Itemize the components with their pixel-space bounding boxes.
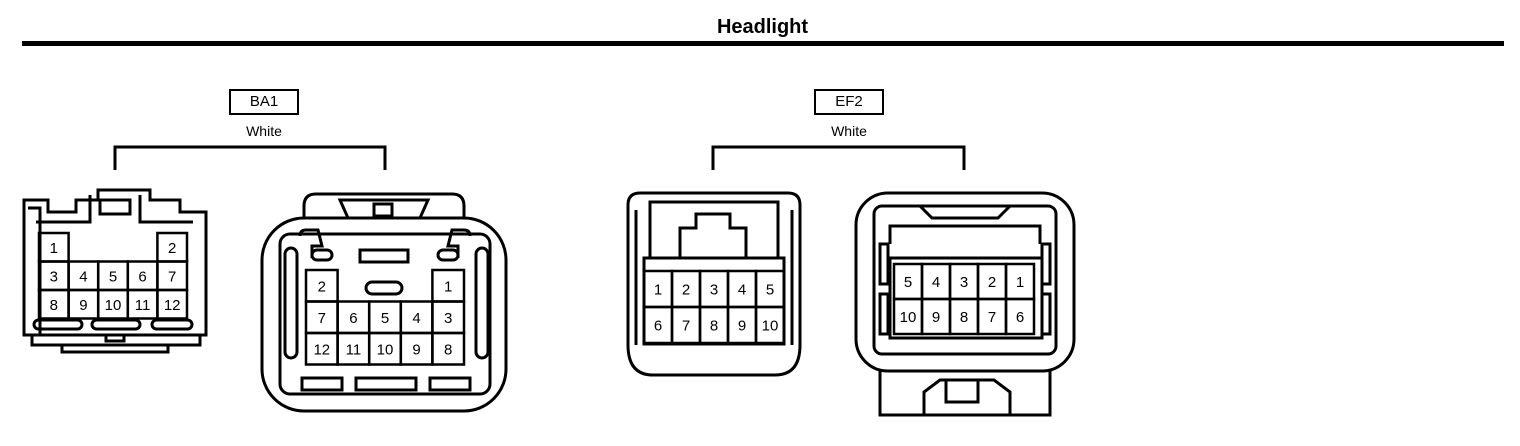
- pin-number: 7: [318, 310, 326, 327]
- page-title: Headlight: [716, 16, 809, 38]
- pin-number: 6: [654, 318, 662, 335]
- pin-cell: [754, 305, 786, 345]
- pin-number: 4: [412, 310, 420, 327]
- bracket-ef2: [711, 145, 966, 170]
- pin-number: 1: [1016, 274, 1024, 291]
- pin-number: 10: [900, 309, 917, 326]
- connector-id-ba1: BA1: [229, 89, 299, 115]
- pin-number: 10: [105, 297, 122, 314]
- pin-number: 1: [654, 282, 662, 299]
- title-divider: [22, 41, 1504, 46]
- pin-number: 4: [79, 268, 87, 285]
- connector-color-ba1: White: [246, 123, 282, 139]
- ef2-housing-right: [854, 191, 1076, 417]
- pin-number: 9: [412, 341, 420, 358]
- pin-number: 9: [79, 297, 87, 314]
- pin-number: 11: [346, 341, 362, 358]
- pin-number: 2: [682, 282, 690, 299]
- pin-number: 5: [381, 310, 389, 327]
- connector-id-ef2: EF2: [814, 89, 884, 115]
- connector-color-ef2: White: [831, 123, 867, 139]
- pin-number: 8: [50, 297, 58, 314]
- pin-cell: [156, 288, 189, 320]
- pin-cell: [431, 331, 466, 366]
- pin-number: 8: [960, 309, 968, 326]
- pin-number: 6: [349, 310, 357, 327]
- pin-number: 3: [50, 268, 58, 285]
- pin-number: 5: [766, 282, 774, 299]
- pin-cell: [1004, 297, 1036, 336]
- pin-number: 3: [444, 310, 452, 327]
- pin-number: 6: [138, 268, 146, 285]
- pin-number: 2: [318, 278, 326, 295]
- pin-number: 7: [988, 309, 996, 326]
- ef2-pin-grid-left: 1 2 3 4 5 6 7 8 9 10: [642, 269, 786, 345]
- pin-number: 10: [762, 318, 779, 335]
- pin-number: 5: [109, 268, 117, 285]
- ef2-pin-grid-right: 5 4 3 2 1 10 9 8 7 6: [892, 262, 1036, 336]
- pin-number: 7: [682, 318, 690, 335]
- pin-number: 11: [135, 297, 151, 314]
- pin-number: 1: [50, 240, 58, 257]
- ba1-pin-grid-right: 2 1 7 6 5 4 3 12 11 10 9 8: [304, 268, 466, 366]
- pin-number: 4: [932, 274, 940, 291]
- ba1-housing-right: [260, 192, 508, 413]
- bracket-ba1: [113, 145, 387, 170]
- pin-number: 3: [960, 274, 968, 291]
- pin-number: 9: [738, 318, 746, 335]
- pin-number: 4: [738, 282, 746, 299]
- pin-number: 8: [444, 341, 452, 358]
- ba1-housing-left: [22, 188, 208, 354]
- pin-number: 9: [932, 309, 940, 326]
- pin-number: 2: [988, 274, 996, 291]
- pin-number: 5: [904, 274, 912, 291]
- pin-number: 12: [164, 297, 181, 314]
- pin-number: 8: [710, 318, 718, 335]
- pin-number: 10: [377, 341, 394, 358]
- pin-number: 7: [168, 268, 176, 285]
- pin-number: 6: [1016, 309, 1024, 326]
- pin-number: 12: [313, 341, 330, 358]
- pin-number: 2: [168, 240, 176, 257]
- pin-number: 3: [710, 282, 718, 299]
- pin-number: 1: [444, 278, 452, 295]
